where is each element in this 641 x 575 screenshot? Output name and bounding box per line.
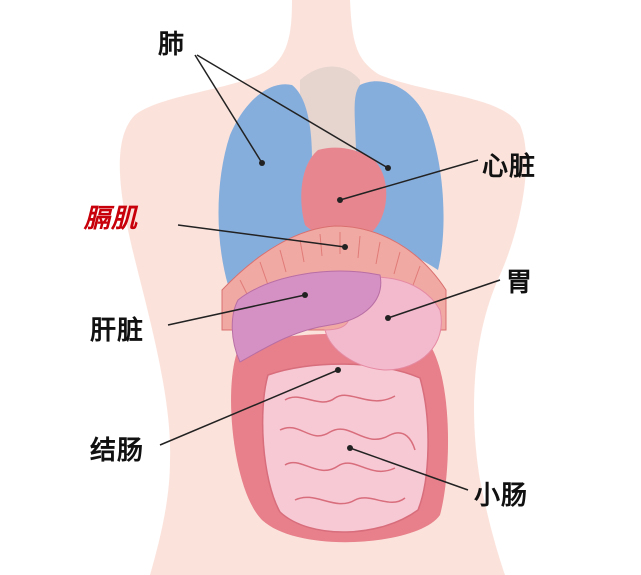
left-lung [218,84,312,285]
lung-leader-right [196,54,389,169]
lung-leader-left [194,54,263,164]
small-intestine-leader [349,447,469,491]
heart-leader [339,159,479,201]
trachea-region [300,66,360,160]
leader-dots [259,160,391,451]
label-heart: 心脏 [482,152,537,182]
colon-leader [159,369,339,446]
intestine-coils [279,394,416,505]
label-small-intestine: 小肠 [474,481,529,511]
stomach-leader [387,279,501,319]
liver [231,270,382,363]
label-lung: 肺 [158,30,186,60]
label-stomach: 胃 [506,268,534,298]
heart [301,147,387,239]
leader-lines [159,54,501,491]
small-intestine [261,363,429,533]
label-colon: 结肠 [90,436,145,466]
label-diaphragm: 膈肌 [84,204,139,234]
label-liver: 肝脏 [90,316,145,346]
diaphragm-leader [177,224,346,248]
liver-leader [167,294,306,326]
